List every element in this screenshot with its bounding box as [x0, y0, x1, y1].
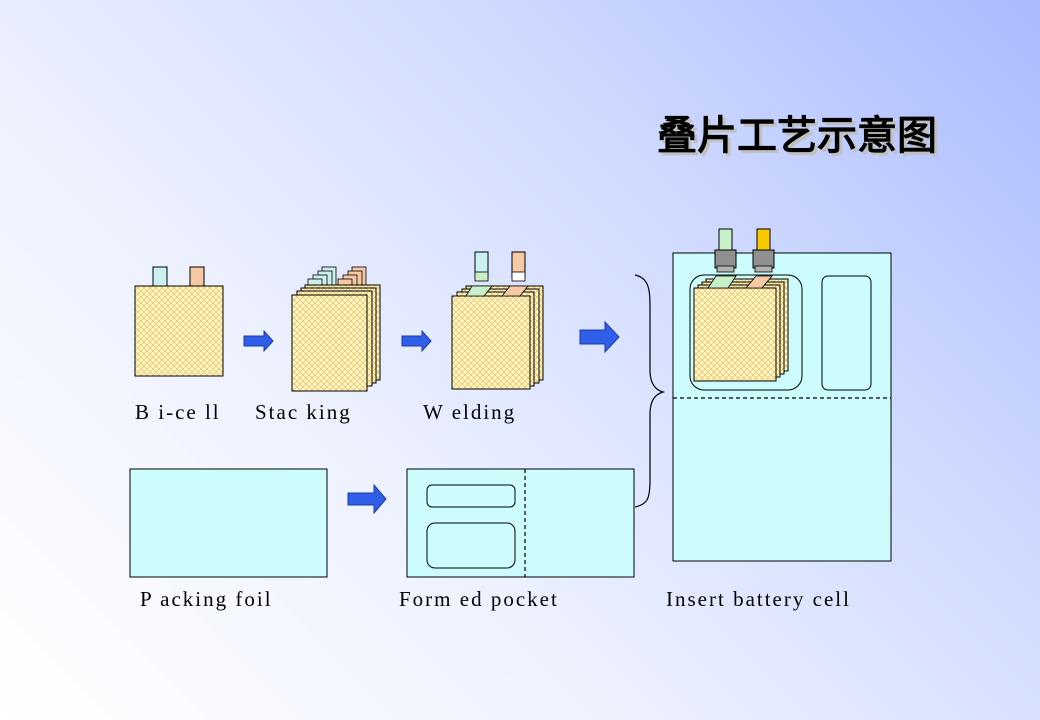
insert-front-plate: [693, 287, 777, 382]
packing-foil: [129, 468, 328, 578]
terminal-right: [756, 228, 771, 252]
weld-front-plate: [451, 295, 531, 390]
packing-foil-label: P acking foil: [140, 587, 273, 611]
bicell-plate: [134, 285, 224, 377]
formed-pocket-label: Form ed pocket: [399, 587, 559, 611]
stack-front-plate: [291, 294, 368, 392]
stacking-group: [291, 266, 381, 392]
bicell-group: [134, 266, 224, 377]
insert-cell-label: Insert battery cell: [666, 587, 851, 611]
terminal-left: [718, 228, 733, 252]
welding-group: [451, 251, 544, 390]
formed-pocket-group: [406, 468, 635, 578]
bicell-label: B i-ce ll: [135, 400, 221, 424]
welding-label: W elding: [423, 400, 517, 424]
arrow-icon: [401, 329, 432, 353]
bicell-tab-right: [189, 266, 205, 287]
bicell-tab-left: [152, 266, 168, 287]
arrow-icon: [579, 320, 620, 354]
brace-icon: [634, 274, 666, 508]
insert-cell-group: [672, 228, 892, 562]
arrow-icon: [347, 483, 387, 515]
page-title: 叠片工艺示意图: [657, 113, 937, 159]
stacking-label: Stac king: [255, 400, 352, 424]
arrow-icon: [243, 329, 274, 353]
